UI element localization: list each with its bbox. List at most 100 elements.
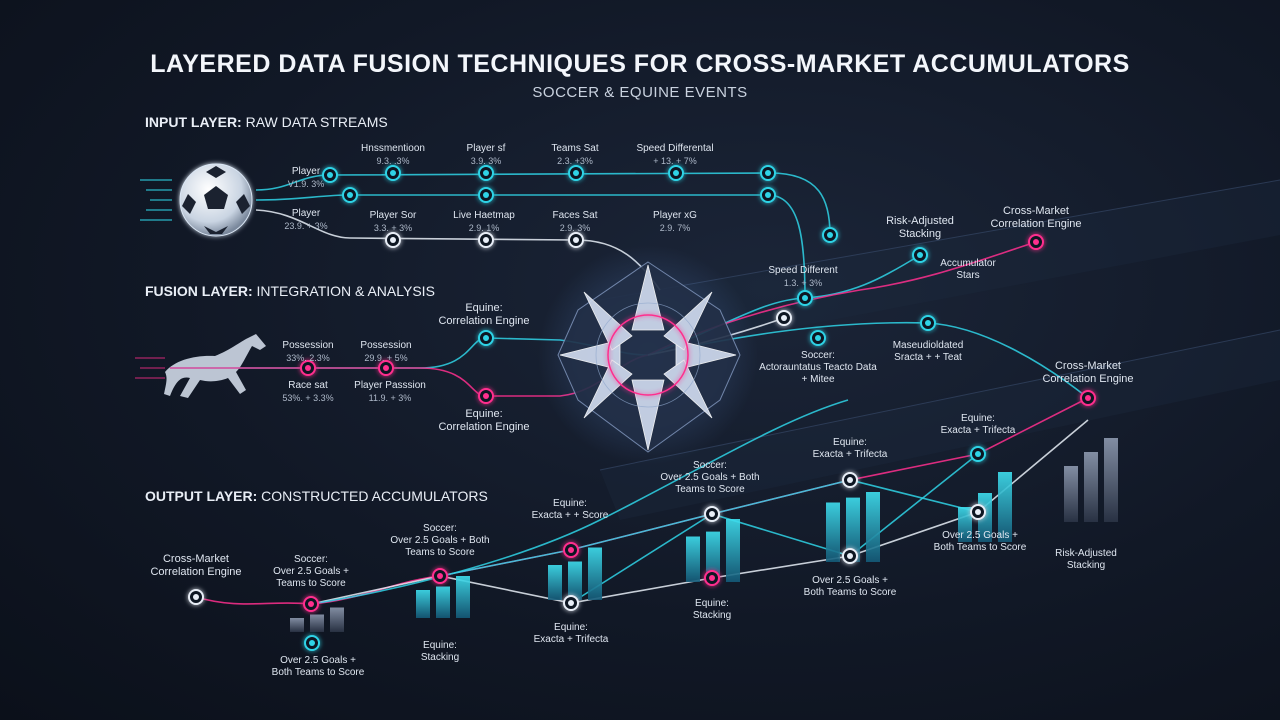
graph-node-core: [781, 315, 787, 321]
graph-node-core: [573, 170, 579, 176]
output-label: Soccer:Over 2.5 Goals + Both Teams to Sc…: [390, 523, 490, 558]
graph-node-core: [1033, 239, 1039, 245]
accumulator-bar: [686, 536, 700, 582]
output-label: Over 2.5 Goals +Both Teams to Score: [933, 530, 1027, 553]
accumulator-bar: [548, 565, 562, 600]
output-label: Equine:Exacta + + Score: [531, 498, 609, 521]
accumulator-bar: [568, 561, 582, 600]
horse-icon: [135, 334, 266, 398]
accumulator-bar: [846, 497, 860, 562]
graph-node-core: [815, 335, 821, 341]
output-label: Equine:Stacking: [692, 598, 732, 621]
graph-node-core: [847, 477, 853, 483]
accumulator-bar: [866, 492, 880, 562]
page-subtitle: SOCCER & EQUINE EVENTS: [532, 84, 748, 101]
accumulator-bar: [1104, 438, 1118, 522]
soccer-ball-icon: [140, 163, 253, 237]
fusion-layer-label: FUSION LAYER: INTEGRATION & ANALYSIS: [145, 283, 435, 299]
graph-node-core: [327, 172, 333, 178]
accumulator-bar: [310, 614, 324, 632]
output-label: Over 2.5 Goals +Both Teams to Score: [803, 575, 897, 598]
output-label: Equine:Exacta + Trifecta: [533, 622, 609, 645]
output-label: Soccer:Over 2.5 Goals + Both Teams to Sc…: [660, 460, 760, 495]
graph-node-core: [917, 252, 923, 258]
input-layer-label: INPUT LAYER: RAW DATA STREAMS: [145, 114, 388, 130]
graph-node-core: [483, 237, 489, 243]
fusion-label: Equine:Correlation Engine: [438, 302, 530, 327]
graph-node-core: [483, 393, 489, 399]
output-label: Equine:Exacta + Trifecta: [812, 437, 888, 460]
connection-line: [310, 399, 849, 605]
graph-node-core: [568, 547, 574, 553]
graph-node-core: [390, 170, 396, 176]
graph-node-core: [390, 237, 396, 243]
graph-node-core: [308, 601, 314, 607]
graph-node-core: [305, 365, 311, 371]
graph-node-core: [847, 553, 853, 559]
input-label: Speed Differental+ 13. + 7%: [636, 143, 714, 166]
page-title: LAYERED DATA FUSION TECHNIQUES FOR CROSS…: [150, 50, 1130, 78]
graph-node-core: [709, 511, 715, 517]
fusion-star-icon: [538, 245, 758, 465]
graph-node-core: [802, 295, 808, 301]
graph-node-core: [483, 170, 489, 176]
graph-node-core: [383, 365, 389, 371]
accumulator-bar: [1084, 452, 1098, 522]
accumulator-bar: [416, 590, 430, 618]
fusion-label: Equine:Correlation Engine: [438, 408, 530, 433]
graph-node-core: [347, 192, 353, 198]
accumulator-bar: [706, 531, 720, 582]
graph-node-core: [483, 335, 489, 341]
output-layer-label: OUTPUT LAYER: CONSTRUCTED ACCUMULATORS: [145, 488, 488, 504]
accumulator-bar: [826, 502, 840, 562]
graph-node-core: [1085, 395, 1091, 401]
graph-node-core: [765, 192, 771, 198]
graph-node-core: [193, 594, 199, 600]
graph-node-core: [765, 170, 771, 176]
graph-node-core: [975, 451, 981, 457]
graph-node-core: [975, 509, 981, 515]
accumulator-bar: [958, 507, 972, 542]
accumulator-bar: [330, 607, 344, 632]
accumulator-bar: [726, 519, 740, 582]
accumulator-bar: [456, 576, 470, 618]
graph-node-core: [309, 640, 315, 646]
accumulator-bar: [998, 472, 1012, 542]
graph-node-core: [483, 192, 489, 198]
output-label: Over 2.5 Goals +Both Teams to Score: [271, 655, 365, 678]
accumulator-bar: [290, 618, 304, 632]
connection-line: [255, 172, 831, 236]
connection-line: [570, 479, 979, 604]
output-label: Soccer:Over 2.5 Goals + Teams to Score: [273, 554, 349, 589]
accumulator-bar: [1064, 466, 1078, 522]
graph-node-core: [709, 575, 715, 581]
output-label: Equine:Stacking: [420, 640, 460, 663]
graph-nodes: [188, 165, 1096, 651]
fusion-label: Soccer:Actorauntatus Teacto Data + Mitee: [759, 350, 877, 385]
accumulator-bar: [436, 586, 450, 618]
graph-node-core: [568, 600, 574, 606]
accumulator-bar: [588, 547, 602, 600]
graph-node-core: [925, 320, 931, 326]
